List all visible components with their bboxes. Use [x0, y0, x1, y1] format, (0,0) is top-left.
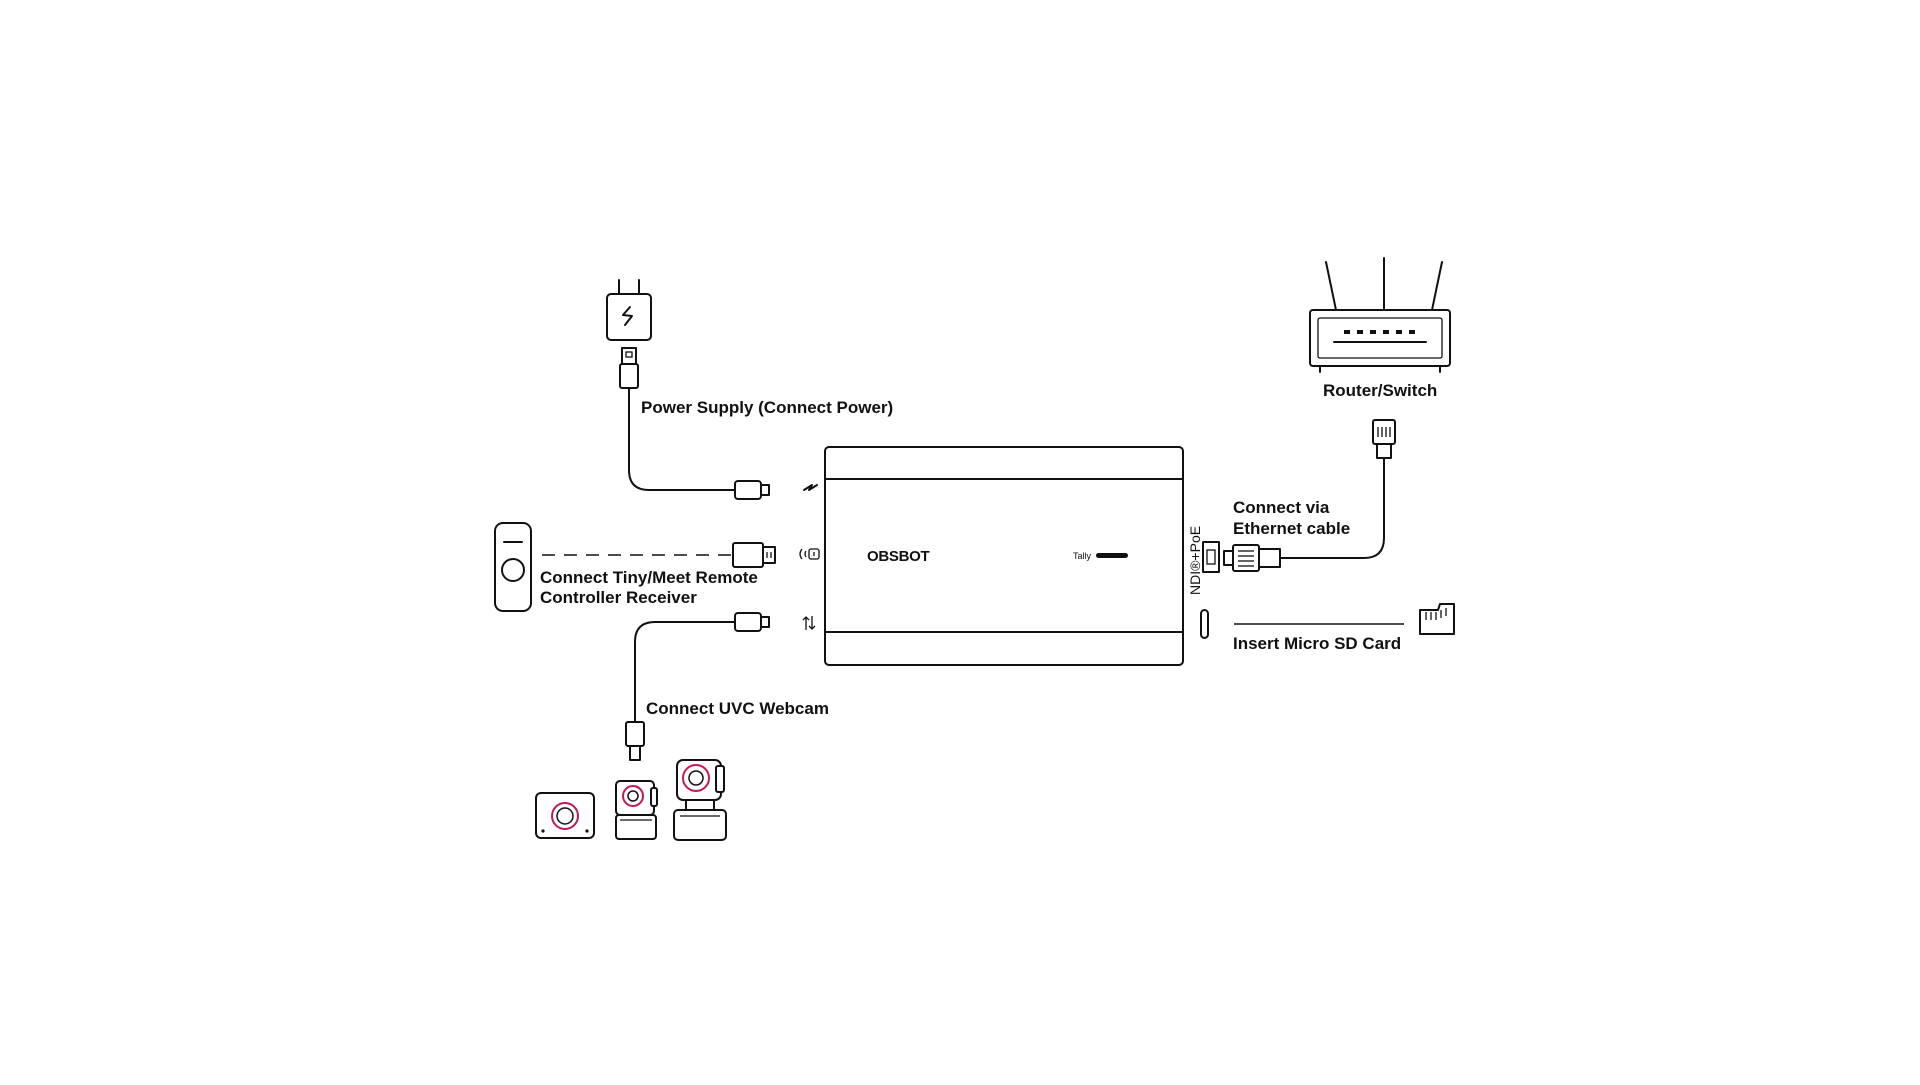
- lightning-icon: [803, 484, 818, 491]
- power-label: Power Supply (Connect Power): [641, 398, 893, 417]
- remote-label-line2: Controller Receiver: [540, 588, 697, 607]
- tail-ptz-webcam: [673, 759, 727, 841]
- sd-label: Insert Micro SD Card: [1233, 634, 1401, 653]
- rj45-plug-device: [1223, 544, 1281, 572]
- uvc-label: Connect UVC Webcam: [646, 699, 829, 718]
- remote-label-line1: Connect Tiny/Meet Remote: [540, 568, 758, 587]
- sd-slot: [1200, 609, 1209, 639]
- tiny-ptz-webcam: [615, 780, 658, 840]
- micro-sd-card-icon: [1419, 603, 1455, 635]
- ethernet-label-line1: Connect via: [1233, 498, 1330, 517]
- uvc-cable: [634, 621, 736, 723]
- ethernet-label-line2: Ethernet cable: [1233, 519, 1350, 538]
- power-cable: [628, 387, 736, 491]
- remote-controller: [494, 522, 532, 612]
- router-icon: [1309, 257, 1451, 373]
- rj45-plug-router: [1372, 419, 1396, 459]
- ndi-poe-label: NDI®+PoE: [1187, 526, 1203, 595]
- power-adapter: [606, 279, 652, 389]
- lightning-icon: [622, 306, 633, 326]
- uvc-webcam-plug: [625, 721, 645, 761]
- usb-transfer-icon: [802, 616, 816, 630]
- wireless-receiver-icon: [799, 548, 820, 560]
- tally-label: Tally: [1073, 551, 1092, 561]
- uvc-usb-c-plug: [734, 612, 770, 632]
- meet-webcam: [535, 792, 595, 839]
- power-usb-c-plug: [734, 480, 770, 500]
- usb-a-receiver: [732, 542, 776, 568]
- tally-light: [1096, 553, 1128, 558]
- obsbot-device: OBSBOT Tally NDI®+PoE: [824, 446, 1220, 666]
- router-label: Router/Switch: [1323, 381, 1437, 400]
- device-brand: OBSBOT: [867, 548, 930, 565]
- ethernet-port: [1202, 541, 1220, 573]
- ethernet-cable: [1279, 457, 1385, 559]
